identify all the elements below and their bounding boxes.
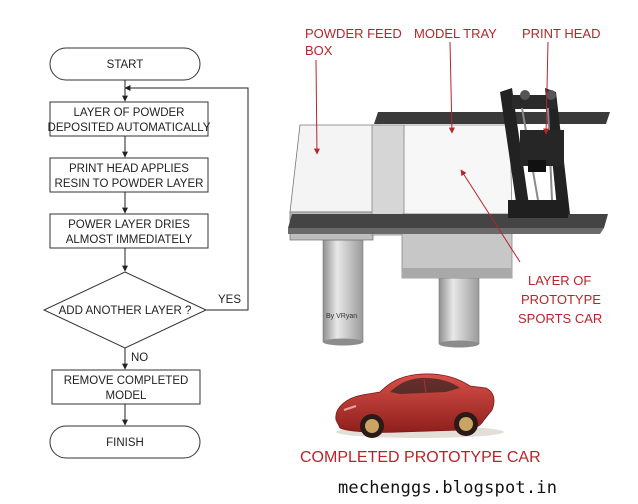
step-apply-resin-line2: RESIN TO POWDER LAYER <box>55 178 204 190</box>
model-tray-lip <box>402 268 512 278</box>
no-label: NO <box>131 352 148 364</box>
start-label: START <box>107 59 144 71</box>
finish-terminal <box>49 425 201 459</box>
step-remove-model-line2: MODEL <box>106 390 148 402</box>
model-tray-top <box>401 124 513 215</box>
footer-site-url: mechenggs.blogspot.in <box>338 478 558 498</box>
decision-label: ADD ANOTHER LAYER ? <box>59 305 192 317</box>
flowchart: START LAYER OF POWDER DEPOSITED AUTOMATI… <box>42 47 249 459</box>
powder-feed-label-line1: POWDER FEED <box>305 26 402 41</box>
step-apply-resin-line1: PRINT HEAD APPLIES <box>69 163 189 175</box>
layer-label-line3: SPORTS CAR <box>518 311 602 326</box>
model-tray-pointer <box>448 41 455 134</box>
powder-feed-pointer <box>313 59 320 155</box>
layer-pointer <box>460 169 521 263</box>
print-head-assembly <box>500 88 570 218</box>
print-head-pointer <box>543 41 550 135</box>
layer-label-line1: LAYER OF <box>528 273 591 288</box>
tray-cylinder <box>438 277 480 345</box>
step-remove-model-line1: REMOVE COMPLETED <box>64 375 189 387</box>
model-tray-label: MODEL TRAY <box>414 26 497 41</box>
step-layer-dries <box>49 213 209 249</box>
step-layer-dries-line1: POWER LAYER DRIES <box>68 219 190 231</box>
feed-box-cylinder-base <box>323 338 363 346</box>
step-deposit-powder-line1: LAYER OF POWDER <box>74 107 185 119</box>
tray-cylinder-base <box>439 340 479 348</box>
powder-feed-label-line2: BOX <box>305 43 333 58</box>
machine-signature: By VRyan <box>326 313 357 320</box>
car-caption: COMPLETED PROTOTYPE CAR <box>300 449 541 466</box>
step-layer-dries-line2: ALMOST IMMEDIATELY <box>66 234 193 246</box>
finish-label: FINISH <box>106 437 144 449</box>
yes-loop-connector <box>124 85 249 311</box>
feed-box-cylinder <box>322 239 364 343</box>
step-remove-model <box>51 369 201 405</box>
prototype-car <box>335 373 504 438</box>
step-deposit-powder-line2: DEPOSITED AUTOMATICALLY <box>48 122 211 134</box>
printer-machine: By VRyan <box>288 88 610 348</box>
layer-label-line2: PROTOTYPE <box>521 292 601 307</box>
print-head-label: PRINT HEAD <box>522 26 601 41</box>
rail-back <box>374 112 610 124</box>
step-apply-resin <box>49 157 209 193</box>
yes-label: YES <box>218 294 241 306</box>
step-deposit-powder <box>49 101 209 137</box>
powder-feed-box-top <box>289 124 383 213</box>
machine-labels: POWDER FEED BOX MODEL TRAY PRINT HEAD LA… <box>305 26 602 326</box>
rail-front-shadow <box>288 228 604 234</box>
